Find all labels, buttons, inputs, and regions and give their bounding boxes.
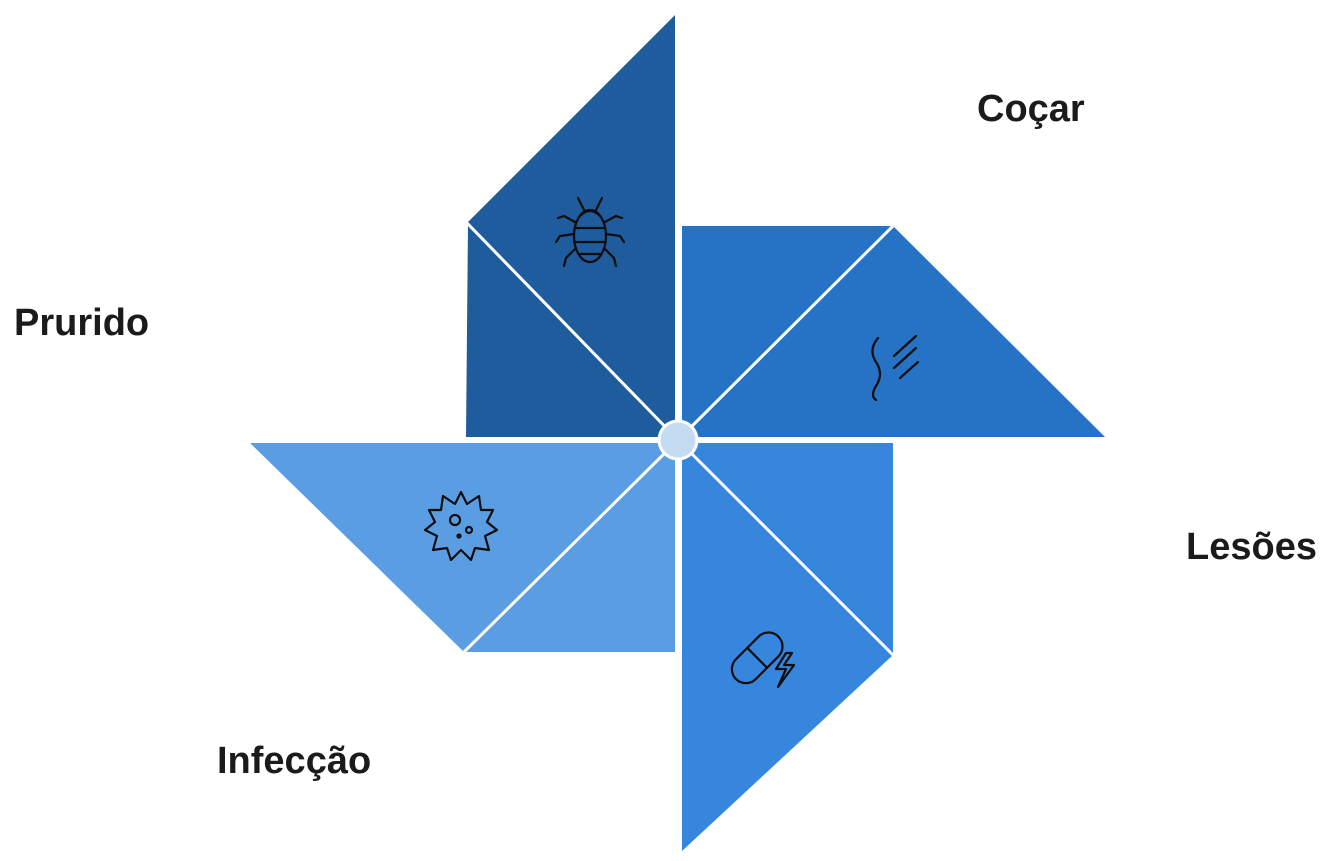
hub-circle — [657, 419, 699, 461]
label-infeccao: Infecção — [217, 740, 372, 782]
bug-icon — [554, 196, 626, 268]
blade-top — [466, 15, 675, 437]
label-lesoes: Lesões — [1186, 526, 1317, 568]
blade-bottom — [682, 443, 893, 851]
blade-right — [682, 226, 1105, 437]
pill-icon — [730, 631, 796, 689]
label-cocar: Coçar — [977, 88, 1085, 130]
scratch-icon — [871, 334, 920, 402]
virus-icon — [423, 490, 499, 562]
label-prurido: Prurido — [14, 302, 150, 344]
blade-left — [250, 443, 675, 652]
